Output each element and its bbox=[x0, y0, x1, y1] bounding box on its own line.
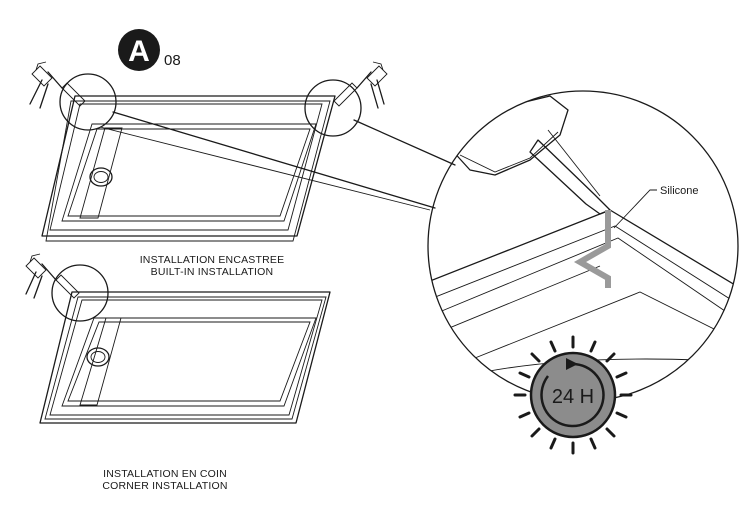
silicone-bead bbox=[573, 210, 611, 288]
step-letter: A bbox=[128, 35, 150, 68]
step-badge: A 08 bbox=[118, 29, 181, 71]
silicone-gun-icon bbox=[333, 61, 388, 109]
caption-corner-fr: INSTALLATION EN COIN bbox=[103, 468, 227, 480]
gun-nozzle bbox=[449, 95, 569, 176]
timer-arc bbox=[540, 362, 605, 428]
zoom-circle-left bbox=[59, 73, 117, 131]
drain-channel bbox=[79, 317, 122, 406]
drain-channel bbox=[79, 127, 123, 219]
drain-grate bbox=[89, 167, 113, 187]
silicone-gun-icon bbox=[25, 253, 80, 299]
silicone-label: Silicone bbox=[660, 185, 699, 197]
timer-label: 24 H bbox=[552, 386, 594, 408]
built-in-shower-tray bbox=[41, 95, 336, 242]
silicone-gun-icon bbox=[29, 61, 86, 109]
caption-built-in-en: BUILT-IN INSTALLATION bbox=[151, 266, 274, 278]
zoom-circle-right bbox=[304, 79, 362, 137]
timer-arrow bbox=[566, 358, 578, 370]
step-number: 08 bbox=[164, 52, 181, 69]
corner-shower-tray bbox=[39, 291, 331, 424]
drain-grate bbox=[86, 347, 110, 367]
caption-built-in-fr: INSTALLATION ENCASTREE bbox=[140, 254, 285, 266]
step-badge-circle bbox=[118, 29, 160, 71]
sun-timer-icon: 24 H bbox=[513, 335, 633, 455]
zoom-connector-lines bbox=[99, 111, 456, 211]
silicone-leader-line bbox=[613, 189, 657, 229]
caption-corner-en: CORNER INSTALLATION bbox=[102, 480, 227, 492]
zoom-circle-corner bbox=[51, 264, 109, 322]
